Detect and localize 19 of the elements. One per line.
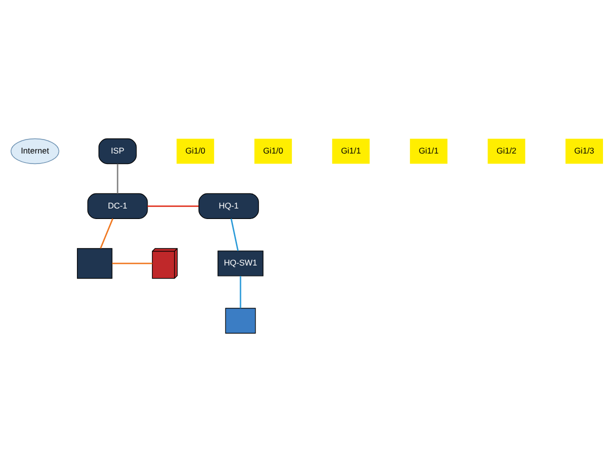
- connector: [100, 218, 114, 248]
- label: Gi1/3: [574, 144, 594, 155]
- label: Gi1/0: [263, 144, 284, 155]
- node-ellipse: Internet: [10, 138, 60, 164]
- label: Gi1/0: [185, 144, 206, 155]
- connector: [240, 275, 242, 308]
- node-box: DC-1: [87, 192, 148, 218]
- connector: [112, 262, 152, 264]
- label: Gi1/1: [418, 144, 439, 155]
- label: Gi1/2: [496, 144, 516, 155]
- connector: [148, 204, 199, 206]
- node-box: ISP: [98, 138, 137, 164]
- connector: [230, 218, 239, 251]
- node-box: [76, 248, 112, 278]
- label: Gi1/1: [340, 144, 361, 155]
- node-person: [225, 307, 256, 334]
- connector: [116, 163, 118, 194]
- node-box: HQ-1: [198, 192, 259, 218]
- node-box: HQ-SW1: [218, 250, 264, 276]
